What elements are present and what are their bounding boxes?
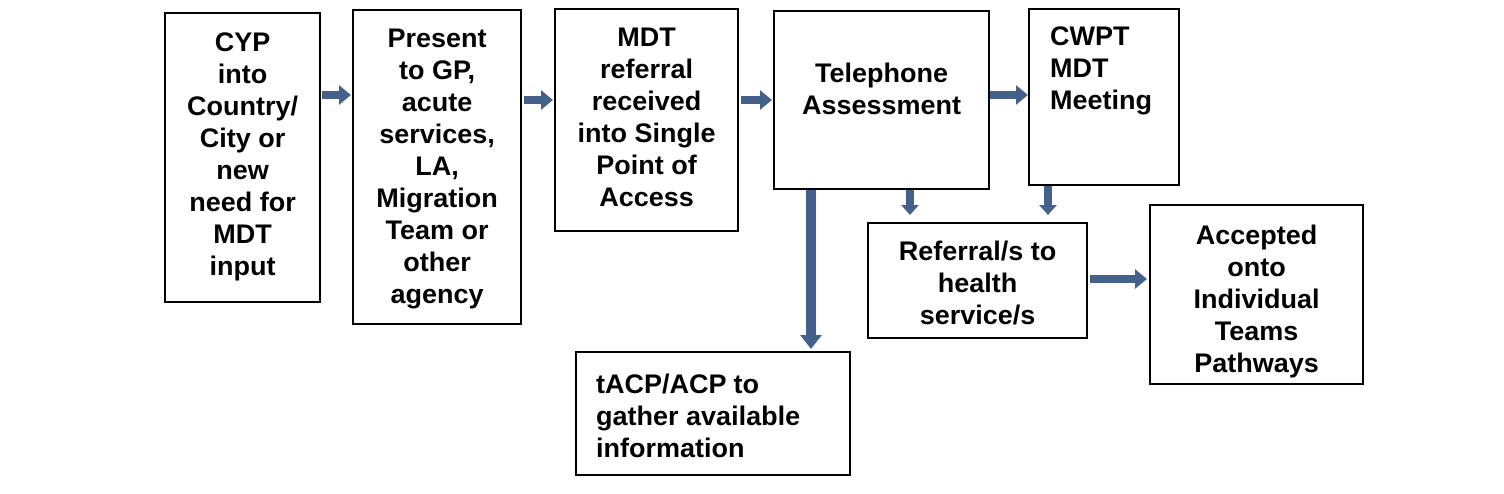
- box-text-line: into Single: [577, 118, 716, 148]
- box-text-line: Country/: [187, 91, 298, 121]
- box-text-line: into: [217, 59, 268, 89]
- box-text-line: gather available: [596, 401, 801, 431]
- arrow-telephone-to-cwpt-icon: [988, 85, 1028, 105]
- box-text-line: MDT: [213, 219, 272, 249]
- box-text-line: referral: [599, 54, 694, 84]
- box-text-line: Meeting: [1050, 85, 1153, 115]
- box-text-line: Point of: [596, 150, 697, 180]
- box-text-line: tACP/ACP to: [596, 369, 760, 399]
- box-text-line: onto: [1227, 252, 1286, 282]
- box-text-line: new: [216, 155, 269, 185]
- box-text-line: Pathways: [1194, 348, 1319, 378]
- box-text-line: services,: [379, 119, 495, 149]
- box-text-line: MDT: [617, 22, 676, 52]
- box-text-line: CWPT: [1050, 21, 1130, 51]
- arrow-telephone-to-tacp-icon: [800, 190, 822, 349]
- box-text-line: Accepted: [1195, 220, 1318, 250]
- box-text-line: LA,: [415, 151, 459, 181]
- box-text-line: acute: [401, 87, 473, 117]
- box-text-line: agency: [390, 279, 484, 309]
- box-text-line: service/s: [919, 300, 1036, 330]
- box-text-line: Migration: [376, 183, 498, 213]
- arrow-cyp-to-present-icon: [322, 85, 351, 105]
- box-text-line: Assessment: [801, 90, 962, 120]
- arrow-present-to-mdt-referral-icon: [524, 90, 553, 110]
- arrow-mdt-referral-to-telephone-icon: [741, 90, 772, 110]
- box-text-line: Team or: [385, 215, 489, 245]
- box-text-line: input: [209, 251, 276, 281]
- arrow-telephone-to-referrals-icon: [901, 190, 919, 215]
- box-text-line: information: [596, 433, 745, 463]
- box-text-line: CYP: [214, 27, 271, 57]
- box-text-line: need for: [189, 187, 296, 217]
- box-text-line: Teams: [1214, 316, 1299, 346]
- box-text-line: health: [937, 268, 1018, 298]
- box-text-line: Telephone: [814, 58, 948, 88]
- box-text-line: Present: [387, 23, 487, 53]
- box-text-line: to GP,: [398, 55, 476, 85]
- arrow-referrals-to-accepted-icon: [1090, 269, 1147, 289]
- box-text-line: Access: [599, 182, 694, 212]
- box-text-line: received: [591, 86, 702, 116]
- arrow-cwpt-to-referrals-icon: [1039, 186, 1057, 215]
- box-text-line: MDT: [1050, 53, 1109, 83]
- box-text-line: City or: [199, 123, 286, 153]
- box-text-line: other: [403, 247, 471, 277]
- box-text-line: Referral/s to: [898, 236, 1057, 266]
- box-text-line: Individual: [1193, 284, 1320, 314]
